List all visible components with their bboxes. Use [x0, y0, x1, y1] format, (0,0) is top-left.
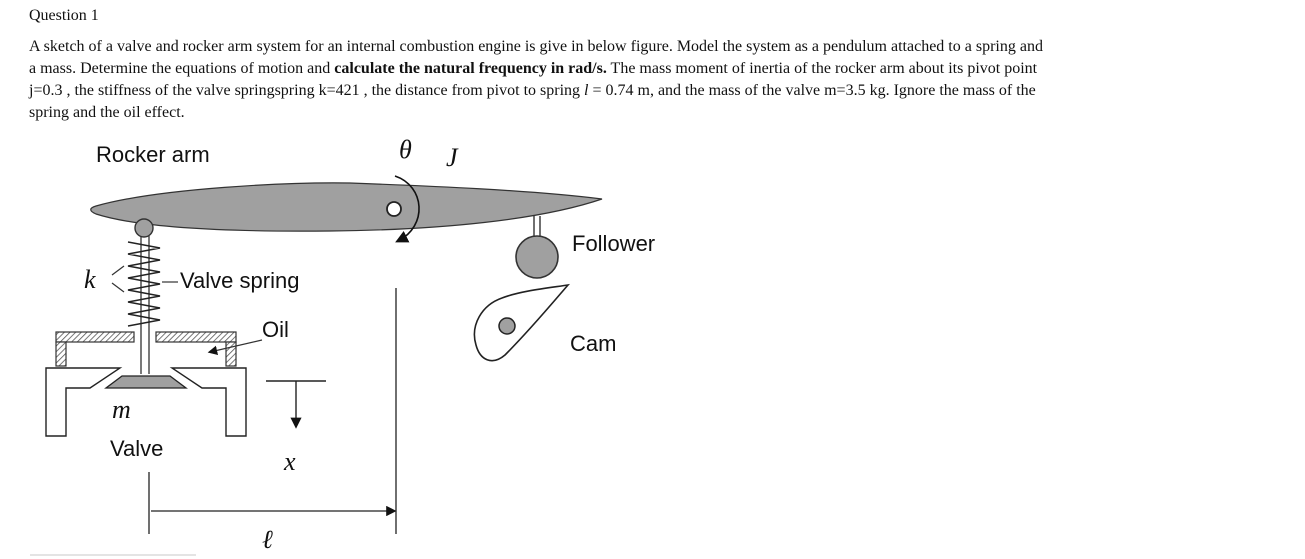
- question-title: Question 1: [29, 7, 99, 24]
- valve-seat-right: [169, 367, 247, 437]
- housing-top-left: [55, 331, 135, 343]
- displacement-x-label: x: [283, 447, 296, 476]
- pivot-point: [386, 201, 402, 217]
- housing-left-wall: [55, 341, 67, 367]
- follower-label: Follower: [572, 231, 655, 256]
- question-line-2-end: The mass moment of inertia of the rocker…: [606, 60, 1038, 77]
- valve-label: Valve: [110, 436, 163, 461]
- page-edge-divider: [30, 554, 196, 556]
- oil-pointer: [207, 339, 263, 356]
- valve-seat: [45, 367, 123, 437]
- question-line-1: A sketch of a valve and rocker arm syste…: [29, 38, 1043, 55]
- question-line-3-start: j=0.3 , the stiffness of the valve sprin…: [29, 82, 585, 99]
- theta-rotation-arrow: [394, 175, 420, 243]
- spring-cap: [134, 218, 154, 238]
- question-l-symbol: l: [584, 82, 589, 99]
- housing-top-right: [155, 331, 237, 343]
- length-l-label: ℓ: [262, 525, 273, 554]
- valve-spring-coil: [127, 241, 161, 327]
- k-pointer-lower: [111, 282, 125, 293]
- k-pointer-upper: [111, 265, 125, 276]
- follower-ball: [515, 235, 559, 279]
- cam-shaft: [498, 317, 516, 335]
- cam-label: Cam: [570, 331, 616, 356]
- question-line-4: spring and the oil effect.: [29, 104, 185, 121]
- question-text: A sketch of a valve and rocker arm syste…: [29, 36, 1229, 124]
- cam-profile: [473, 283, 571, 362]
- question-line-2-start: a mass. Determine the equations of motio…: [29, 60, 335, 77]
- valve-head: [104, 375, 188, 389]
- question-line-3: j=0.3 , the stiffness of the valve sprin…: [29, 80, 1229, 102]
- oil-label: Oil: [262, 317, 289, 342]
- rocker-arm-body: [90, 182, 603, 232]
- question-line-2: a mass. Determine the equations of motio…: [29, 58, 1229, 80]
- question-emphasis: calculate the natural frequency in rad/s…: [334, 60, 607, 77]
- housing-right-wall: [225, 341, 237, 367]
- theta-label: θ: [399, 135, 412, 164]
- stiffness-k-label: k: [84, 265, 96, 294]
- question-line-3-end: = 0.74 m, and the mass of the valve m=3.…: [588, 82, 1036, 99]
- rocker-arm-label: Rocker arm: [96, 142, 210, 167]
- mass-m-label: m: [112, 395, 131, 424]
- valve-spring-label: Valve spring: [180, 268, 299, 293]
- inertia-j-label: J: [446, 143, 459, 172]
